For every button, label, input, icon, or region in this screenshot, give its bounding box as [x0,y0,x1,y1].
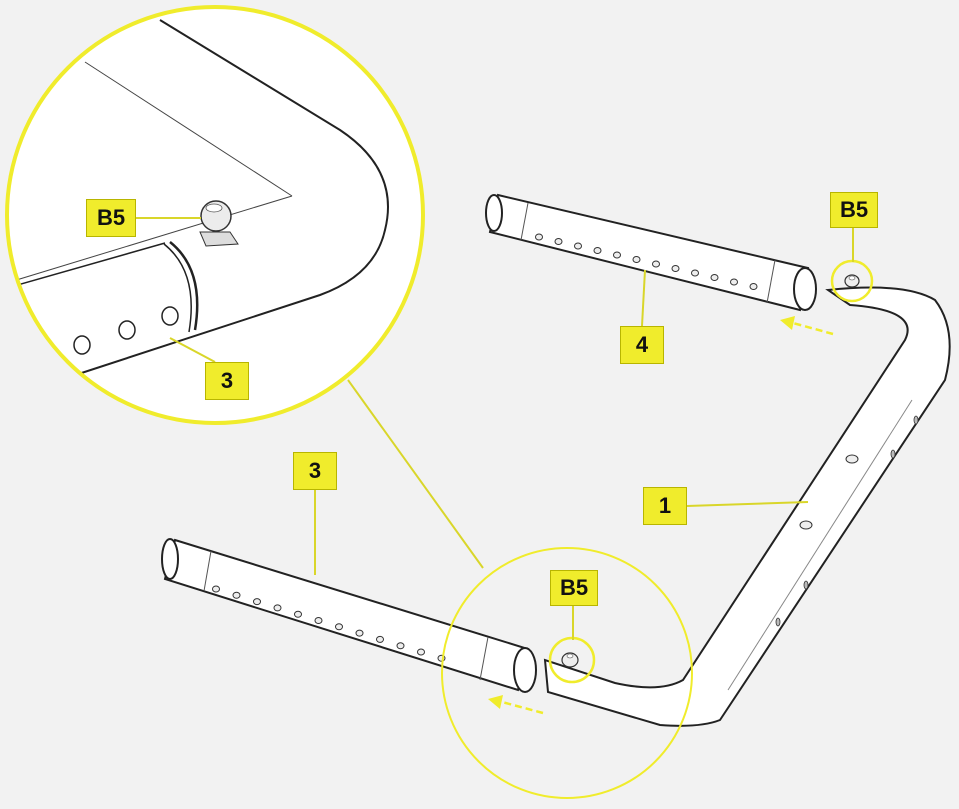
tube-hole [710,274,719,281]
tube-hole [652,260,660,268]
callout-leader [641,269,646,327]
adjust-hole [161,306,179,326]
zoom-connector-line [347,379,484,569]
upper-tube [485,193,817,312]
insert-direction-arrow [488,695,544,715]
tube-hole [730,278,738,286]
adjust-hole [73,335,91,355]
tube-hole [253,598,261,606]
callout-3-zoom: 3 [205,362,249,400]
callout-b5-top: B5 [830,192,878,228]
tube-hole [335,623,343,631]
tube-hole [749,283,758,290]
detail-circle [441,547,693,799]
frame-hole [799,520,813,530]
tube-hole [535,233,543,241]
lower-tube [161,538,537,693]
tube-hole [671,265,680,272]
push-button-fastener [561,652,579,668]
tube-hole [376,635,384,643]
tube-hole [593,247,602,254]
tube-hole [613,251,621,259]
tube-hole [273,604,282,612]
frame-hole [845,454,859,464]
tube-hole [355,629,364,637]
callout-b5-bottom: B5 [550,570,598,606]
insert-direction-arrow [780,316,834,336]
tube-hole [417,648,425,656]
callout-4: 4 [620,326,664,364]
tube-hole [574,242,582,250]
tube-hole [632,256,641,263]
frame-tube [543,274,951,727]
push-button-fastener [199,200,239,247]
callout-b5-zoom: B5 [86,199,136,237]
zoom-detail-circle [5,5,425,425]
tube-hole [314,617,323,624]
tube-hole [554,238,563,245]
tube-hole-row [212,585,446,662]
tube-hole-row [535,233,758,290]
tube-hole [232,591,241,599]
adjust-hole [118,320,136,340]
push-button-fastener [844,274,860,288]
callout-3: 3 [293,452,337,490]
callout-leader [686,501,809,507]
tube-hole [691,269,699,277]
tube-hole [294,610,302,618]
callout-1: 1 [643,487,687,525]
tube-hole [396,642,405,650]
tube-hole [212,585,220,593]
